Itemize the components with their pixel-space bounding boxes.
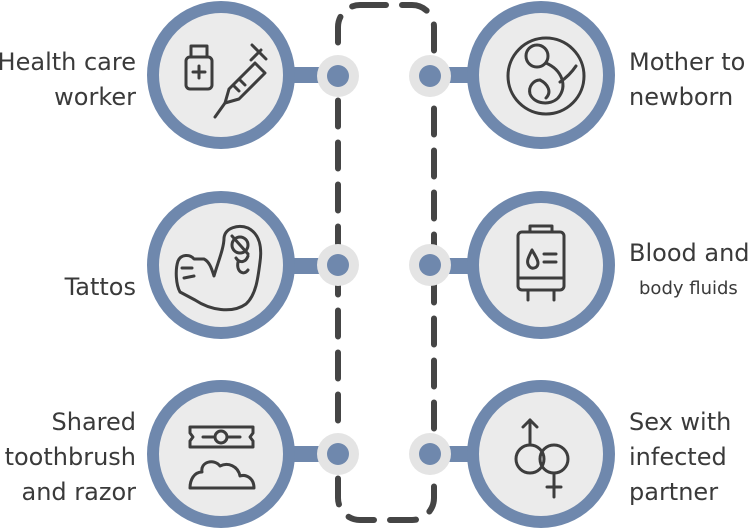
syringe-vial-icon — [184, 43, 268, 119]
label-mother-to-newborn: Mother to newborn — [629, 48, 746, 111]
label-blood-body-fluids: Blood and body fluids — [629, 239, 750, 299]
node-mother-to-newborn — [409, 1, 615, 149]
label-shared-toothbrush-razor: Shared toothbrush and razor — [4, 408, 136, 506]
node-shared-toothbrush-razor — [147, 380, 359, 528]
fetus-icon — [506, 36, 586, 116]
gender-symbols-icon — [514, 418, 570, 499]
node-health-care-worker — [147, 1, 359, 149]
label-sex-infected-partner: Sex with infected partner — [629, 408, 732, 506]
node-blood-body-fluids — [409, 191, 615, 339]
label-health-care-worker: Health care worker — [0, 48, 136, 111]
node-tattoos — [147, 191, 359, 339]
blood-bag-icon — [516, 224, 566, 302]
node-sex-infected-partner — [409, 380, 615, 528]
razor-blade-toothpaste-icon — [188, 425, 256, 490]
tattooed-arm-icon — [174, 224, 263, 312]
label-tattoos: Tattos — [64, 273, 136, 301]
